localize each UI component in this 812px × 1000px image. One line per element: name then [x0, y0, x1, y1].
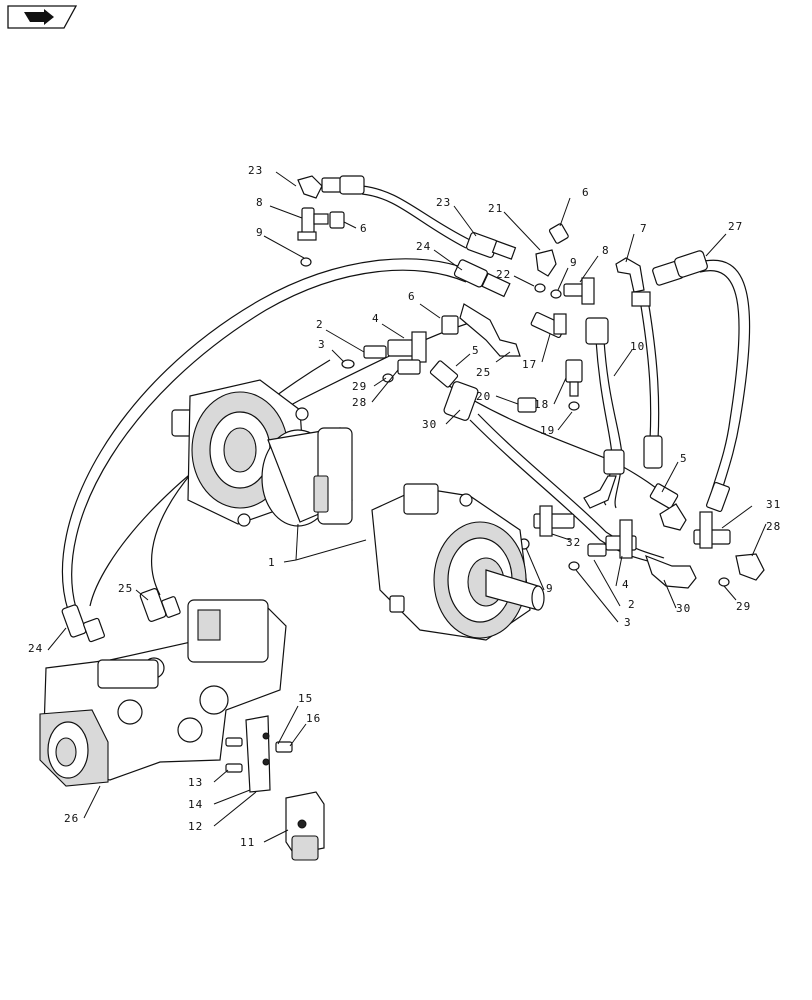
callout-27: 27 — [728, 220, 743, 233]
hydraulic-motor-right — [371, 483, 545, 641]
back-arrow-icon[interactable] — [7, 5, 78, 29]
callout-25: 25 — [118, 582, 133, 595]
callout-31: 31 — [766, 498, 781, 511]
callout-30: 30 — [422, 418, 437, 431]
callout-22: 22 — [496, 268, 511, 281]
callout-20: 20 — [476, 390, 491, 403]
callout-9: 9 — [570, 256, 578, 269]
callout-5: 5 — [472, 344, 480, 357]
leader-lines — [47, 171, 767, 843]
callout-8: 8 — [256, 196, 264, 209]
callout-1: 1 — [268, 556, 276, 569]
callout-9: 9 — [256, 226, 264, 239]
callout-25: 25 — [476, 366, 491, 379]
callout-19: 19 — [540, 424, 555, 437]
callout-11: 11 — [240, 836, 255, 849]
callout-9: 9 — [546, 582, 554, 595]
hydraulic-pump — [39, 599, 287, 787]
callout-14: 14 — [188, 798, 203, 811]
callout-17: 17 — [522, 358, 537, 371]
callout-2: 2 — [628, 598, 636, 611]
callout-26: 26 — [64, 812, 79, 825]
callout-16: 16 — [306, 712, 321, 725]
callout-5: 5 — [680, 452, 688, 465]
callout-3: 3 — [318, 338, 326, 351]
callout-24: 24 — [28, 642, 43, 655]
hose-lines — [61, 185, 751, 611]
callout-29: 29 — [352, 380, 367, 393]
callout-21: 21 — [488, 202, 503, 215]
callout-labels: 1 2 2 3 3 4 4 5 5 6 6 6 7 8 8 9 9 9 10 1… — [28, 164, 781, 849]
hydraulic-motor-left — [171, 379, 353, 527]
callout-13: 13 — [188, 776, 203, 789]
callout-18: 18 — [534, 398, 549, 411]
callout-2: 2 — [316, 318, 324, 331]
callout-4: 4 — [372, 312, 380, 325]
callout-10: 10 — [630, 340, 645, 353]
callout-6: 6 — [408, 290, 416, 303]
callout-23: 23 — [436, 196, 451, 209]
callout-28: 28 — [352, 396, 367, 409]
fittings — [297, 175, 765, 589]
callout-12: 12 — [188, 820, 203, 833]
callout-6: 6 — [360, 222, 368, 235]
pump-hose-ends — [61, 588, 181, 643]
callout-24: 24 — [416, 240, 431, 253]
callout-4: 4 — [622, 578, 630, 591]
callout-28: 28 — [766, 520, 781, 533]
callout-30: 30 — [676, 602, 691, 615]
valve-and-bracket — [225, 715, 325, 861]
callout-32: 32 — [566, 536, 581, 549]
callout-6: 6 — [582, 186, 590, 199]
callout-3: 3 — [624, 616, 632, 629]
callout-15: 15 — [298, 692, 313, 705]
callout-29: 29 — [736, 600, 751, 613]
callout-23: 23 — [248, 164, 263, 177]
callout-7: 7 — [640, 222, 648, 235]
callout-8: 8 — [602, 244, 610, 257]
